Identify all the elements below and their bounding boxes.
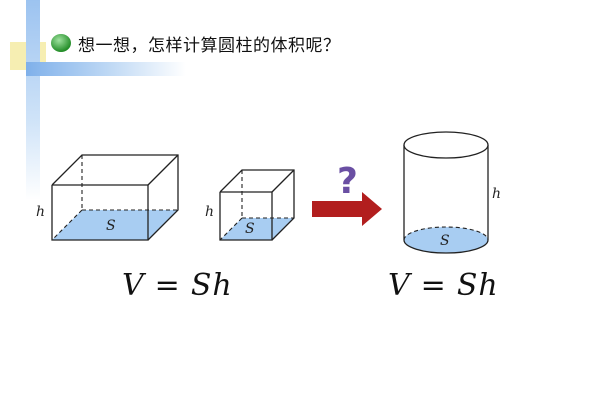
large-cuboid: h S <box>36 154 179 241</box>
small-cube-height-label: h <box>205 204 214 220</box>
cylinder-base-label: S <box>440 233 450 249</box>
small-cube-base-label: S <box>245 221 255 237</box>
formula-equals: = <box>420 268 447 303</box>
cylinder-height-label: h <box>492 186 501 202</box>
question-mark: ? <box>337 161 358 202</box>
formula-rhs: Sh <box>190 268 233 303</box>
cylinder-base <box>404 227 488 253</box>
cylinder: h S <box>403 131 501 254</box>
arrow-icon <box>312 192 382 226</box>
large-cuboid-base-label: S <box>106 218 116 234</box>
formula-equals: = <box>154 268 181 303</box>
formula-lhs: V <box>388 268 411 303</box>
cylinder-top <box>403 131 489 159</box>
title-bar: 想一想，怎样计算圆柱的体积呢？ <box>50 28 341 58</box>
prism-volume-formula: V = Sh <box>122 268 233 303</box>
small-cube: h S <box>205 169 295 241</box>
decor-blue-bar-vertical <box>26 0 40 200</box>
formula-rhs: Sh <box>456 268 499 303</box>
formula-lhs: V <box>122 268 145 303</box>
green-bullet-icon <box>51 34 71 52</box>
large-cuboid-base <box>52 210 178 240</box>
large-cuboid-height-label: h <box>36 204 45 220</box>
small-cube-base <box>220 218 294 240</box>
page-title: 想一想，怎样计算圆柱的体积呢？ <box>78 35 341 56</box>
cylinder-volume-formula: V = Sh <box>388 268 499 303</box>
decor-blue-bar-horizontal <box>26 62 186 76</box>
